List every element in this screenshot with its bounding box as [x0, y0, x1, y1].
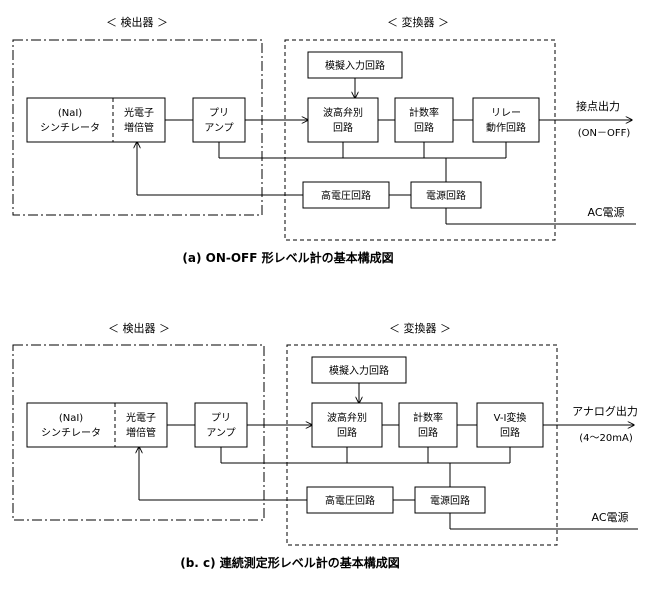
caption-b: (b. c) 連続測定形レベル計の基本構成図	[180, 555, 400, 570]
pmt-label-1: 光電子	[124, 106, 154, 119]
count-rate-label-2: 回路	[414, 121, 434, 134]
power-supply-block: 電源回路	[414, 486, 486, 514]
output-label: アナログ出力	[572, 404, 638, 418]
preamp-label-2: アンプ	[204, 122, 233, 134]
discriminator-label-2: 回路	[333, 121, 353, 134]
preamp-label-2: アンプ	[206, 427, 235, 439]
pmt-label-2: 増倍管	[124, 121, 154, 134]
discriminator-block: 波高弁別 回路	[307, 97, 379, 143]
detector-boundary	[12, 344, 265, 521]
vi-converter-block: V-I変換 回路	[476, 402, 544, 448]
simulated-input-label: 模擬入力回路	[325, 59, 385, 72]
converter-boundary	[284, 39, 556, 241]
vi-converter-label-1: V-I変換	[494, 411, 527, 424]
converter-section-label: ＜ 変換器 ＞	[387, 15, 449, 29]
pmt-label-1: 光電子	[126, 411, 156, 424]
output-sub-label: (4～20mA)	[579, 433, 633, 444]
scintillator-label-2: シンチレータ	[40, 122, 100, 134]
count-rate-block: 計数率 回路	[394, 97, 454, 143]
high-voltage-label: 高電圧回路	[321, 189, 371, 202]
high-voltage-label: 高電圧回路	[325, 494, 375, 507]
relay-block: リレー 動作回路	[472, 97, 540, 143]
vi-converter-label-2: 回路	[500, 426, 520, 439]
ac-power-label: AC電源	[587, 205, 624, 219]
converter-section-label: ＜ 変換器 ＞	[389, 321, 451, 335]
detector-section-label: ＜ 検出器 ＞	[106, 15, 168, 29]
signal-lines	[139, 383, 638, 530]
preamp-block: プリ アンプ	[194, 402, 248, 448]
output-sub-label: (ON－OFF)	[578, 128, 631, 139]
scintillator-label-1: (NaI)	[59, 413, 83, 424]
diagram-b: ＜ 検出器 ＞ ＜ 変換器 ＞ (NaI) シンチレータ 光電子 増倍管 プリ …	[12, 321, 638, 570]
simulated-input-label: 模擬入力回路	[329, 364, 389, 377]
power-supply-label: 電源回路	[430, 494, 470, 507]
count-rate-label-1: 計数率	[409, 106, 439, 119]
diagram-a: ＜ 検出器 ＞ ＜ 変換器 ＞ (NaI) シンチレータ 光電子 増倍管 プリ …	[12, 15, 636, 265]
detector-section-label: ＜ 検出器 ＞	[108, 321, 170, 335]
power-supply-label: 電源回路	[426, 189, 466, 202]
preamp-label-1: プリ	[211, 412, 231, 424]
converter-boundary	[286, 344, 558, 546]
relay-label-1: リレー	[491, 108, 521, 119]
ac-power-label: AC電源	[591, 510, 628, 524]
scintillator-label-1: (NaI)	[58, 108, 82, 119]
discriminator-label-2: 回路	[337, 426, 357, 439]
preamp-block: プリ アンプ	[192, 97, 246, 143]
high-voltage-block: 高電圧回路	[306, 486, 394, 514]
relay-label-2: 動作回路	[486, 121, 526, 134]
output-label: 接点出力	[576, 99, 620, 113]
detector-block: (NaI) シンチレータ 光電子 増倍管	[26, 97, 166, 143]
discriminator-block: 波高弁別 回路	[311, 402, 383, 448]
preamp-label-1: プリ	[209, 107, 229, 119]
simulated-input-block: 模擬入力回路	[311, 356, 407, 384]
caption-a: (a) ON-OFF 形レベル計の基本構成図	[182, 250, 393, 265]
discriminator-label-1: 波高弁別	[327, 411, 367, 424]
power-supply-block: 電源回路	[410, 181, 482, 209]
signal-lines	[137, 78, 636, 225]
discriminator-label-1: 波高弁別	[323, 106, 363, 119]
count-rate-block: 計数率 回路	[398, 402, 458, 448]
scintillator-label-2: シンチレータ	[41, 427, 101, 439]
count-rate-label-2: 回路	[418, 426, 438, 439]
detector-boundary	[12, 39, 263, 216]
detector-block: (NaI) シンチレータ 光電子 増倍管	[26, 402, 168, 448]
simulated-input-block: 模擬入力回路	[307, 51, 403, 79]
high-voltage-block: 高電圧回路	[302, 181, 390, 209]
pmt-label-2: 増倍管	[126, 426, 156, 439]
count-rate-label-1: 計数率	[413, 411, 443, 424]
